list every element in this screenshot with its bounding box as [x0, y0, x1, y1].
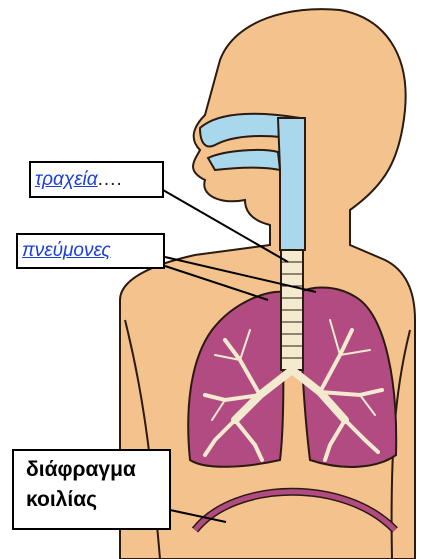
label-diaphragm-line2: κοιλίας — [26, 485, 169, 515]
label-trachea: τραχεία.... — [29, 161, 164, 198]
label-diaphragm: διάφραγμα κοιλίας — [12, 449, 171, 530]
label-trachea-dots: .... — [98, 169, 123, 190]
label-trachea-text: τραχεία — [35, 169, 98, 190]
label-diaphragm-line1: διάφραγμα — [26, 455, 169, 485]
label-lungs: πνεύμονες — [16, 233, 165, 269]
pharynx — [278, 118, 305, 250]
label-lungs-text: πνεύμονες — [22, 240, 111, 261]
trachea — [281, 250, 303, 370]
